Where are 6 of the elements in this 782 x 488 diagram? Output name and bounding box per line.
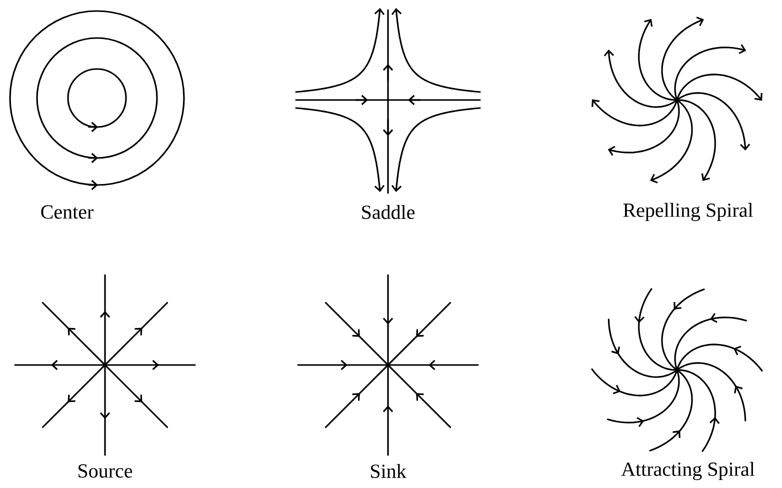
caption: Source: [78, 464, 132, 478]
caption: Center: [41, 205, 94, 219]
caption: Attracting Spiral: [621, 462, 755, 480]
caption: Repelling Spiral: [623, 202, 753, 222]
caption: Saddle: [362, 204, 415, 220]
caption: Sink: [371, 464, 406, 478]
